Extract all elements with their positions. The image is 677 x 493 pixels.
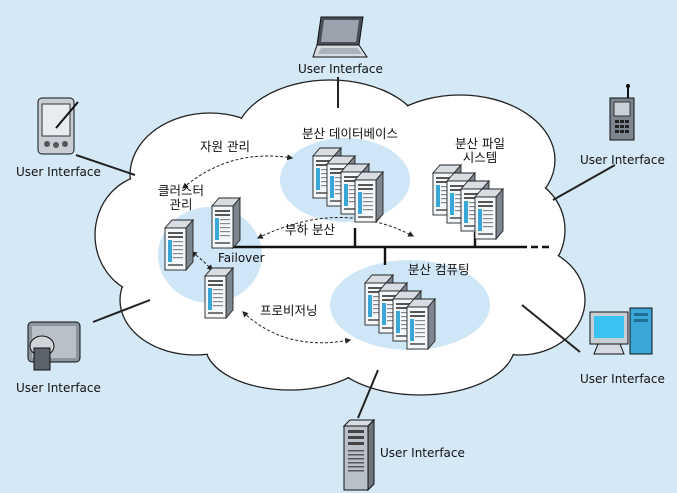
distributed-filesystem-label: 분산 파일 시스템 (455, 137, 505, 165)
server-tower-icon (342, 418, 376, 492)
pda-icon (37, 97, 79, 155)
user-interface-links (75, 77, 616, 419)
distributed-database-label: 분산 데이터베이스 (302, 126, 398, 141)
desktop-pc-icon (589, 307, 653, 355)
ui-label-desktop: User Interface (580, 372, 665, 386)
ui-label-server: User Interface (380, 446, 465, 460)
management-arrows (182, 154, 415, 344)
ui-label-laptop: User Interface (298, 62, 383, 76)
ui-label-pda: User Interface (16, 165, 101, 179)
ui-label-kiosk: User Interface (16, 381, 101, 395)
distributed-computing-label: 분산 컴퓨팅 (408, 262, 470, 277)
provisioning-label: 프로비저닝 (260, 303, 318, 318)
ui-label-phone: User Interface (580, 153, 665, 167)
distributed-filesystem-line1: 분산 파일 (455, 136, 505, 151)
mobile-phone-icon (609, 84, 635, 141)
cluster-management-label: 클러스터 관리 (158, 184, 204, 212)
resource-management-label: 자원 관리 (200, 139, 250, 154)
cluster-management-line2: 관리 (169, 197, 193, 212)
laptop-icon (312, 16, 368, 58)
failover-label: Failover (218, 251, 265, 265)
load-balancing-label: 부하 분산 (285, 222, 335, 237)
cluster-management-line1: 클러스터 (158, 183, 205, 198)
kiosk-terminal-icon (27, 321, 81, 371)
distributed-filesystem-line2: 시스템 (462, 150, 498, 165)
